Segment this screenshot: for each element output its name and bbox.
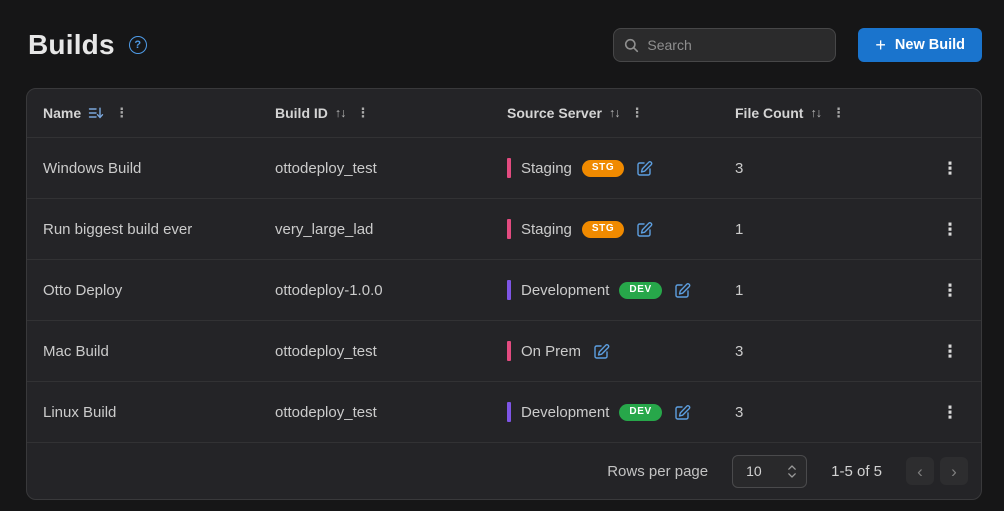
new-build-label: New Build xyxy=(894,37,965,53)
build-id: ottodeploy_test xyxy=(275,342,377,360)
row-menu-icon[interactable]: ⋮ xyxy=(941,158,959,178)
new-build-button[interactable]: + New Build xyxy=(858,28,982,62)
chevron-left-icon: ‹ xyxy=(917,461,923,481)
server-name: Staging xyxy=(521,159,572,177)
row-menu-icon[interactable]: ⋮ xyxy=(941,219,959,239)
file-count: 3 xyxy=(735,403,744,421)
column-label: File Count xyxy=(735,105,804,121)
edit-icon xyxy=(675,282,691,298)
server-env-badge: STG xyxy=(581,159,625,177)
build-id: ottodeploy_test xyxy=(275,403,377,421)
column-menu-icon[interactable]: ⋮ xyxy=(356,105,370,120)
edit-icon xyxy=(637,160,653,176)
edit-icon xyxy=(594,343,610,359)
source-server-cell: On Prem xyxy=(507,341,735,361)
row-actions: ⋮ xyxy=(919,221,981,238)
build-name: Linux Build xyxy=(43,403,117,421)
column-header-file-count[interactable]: File Count ↑↓ ⋮ xyxy=(735,105,919,121)
plus-icon: + xyxy=(875,34,886,55)
select-stepper-icon xyxy=(788,464,796,478)
next-page-button[interactable]: › xyxy=(940,457,968,485)
server-name: Staging xyxy=(521,220,572,238)
source-server-cell: Development DEV xyxy=(507,402,735,422)
row-menu-icon[interactable]: ⋮ xyxy=(941,341,959,361)
server-color-bar xyxy=(507,341,511,361)
table-row: Otto Deploy ottodeploy-1.0.0 Development… xyxy=(27,259,981,320)
table-header-row: Name ⋮ Build ID ↑↓ ⋮ Source Server ↑↓ ⋮ xyxy=(27,89,981,137)
build-name: Windows Build xyxy=(43,159,142,177)
column-menu-icon[interactable]: ⋮ xyxy=(115,105,129,120)
column-header-name[interactable]: Name ⋮ xyxy=(27,105,275,121)
build-name: Otto Deploy xyxy=(43,281,123,299)
row-actions: ⋮ xyxy=(919,160,981,177)
table-footer: Rows per page 10 1-5 of 5 ‹ › xyxy=(27,442,981,499)
server-color-bar xyxy=(507,280,511,300)
server-color-bar xyxy=(507,158,511,178)
server-name: Development xyxy=(521,403,610,421)
edit-icon xyxy=(675,404,691,420)
file-count: 1 xyxy=(735,220,744,238)
server-env-badge: DEV xyxy=(619,281,662,299)
top-bar: Builds ? + New Build xyxy=(0,0,1004,88)
rows-per-page-select[interactable]: 10 xyxy=(732,454,808,488)
rows-per-page-label: Rows per page xyxy=(607,462,709,480)
prev-page-button[interactable]: ‹ xyxy=(906,457,934,485)
row-menu-icon[interactable]: ⋮ xyxy=(941,280,959,300)
file-count: 1 xyxy=(735,281,744,299)
table-row: Linux Build ottodeploy_test Development … xyxy=(27,381,981,442)
row-actions: ⋮ xyxy=(919,404,981,421)
server-env-badge: STG xyxy=(581,220,625,238)
column-header-build-id[interactable]: Build ID ↑↓ ⋮ xyxy=(275,105,507,121)
edit-server-button[interactable] xyxy=(674,282,691,299)
build-name: Run biggest build ever xyxy=(43,220,193,238)
server-name: On Prem xyxy=(521,342,582,360)
row-actions: ⋮ xyxy=(919,282,981,299)
column-label: Name xyxy=(43,105,82,121)
source-server-cell: Staging STG xyxy=(507,219,735,239)
column-label: Source Server xyxy=(507,105,602,121)
row-actions: ⋮ xyxy=(919,343,981,360)
server-name: Development xyxy=(521,281,610,299)
table-row: Run biggest build ever very_large_lad St… xyxy=(27,198,981,259)
column-menu-icon[interactable]: ⋮ xyxy=(831,105,845,120)
rows-per-page-value: 10 xyxy=(746,463,762,479)
build-id: ottodeploy_test xyxy=(275,159,377,177)
search-icon xyxy=(625,38,639,52)
source-server-cell: Staging STG xyxy=(507,158,735,178)
search-input[interactable] xyxy=(647,37,826,53)
column-menu-icon[interactable]: ⋮ xyxy=(630,105,644,120)
build-name: Mac Build xyxy=(43,342,109,360)
source-server-cell: Development DEV xyxy=(507,280,735,300)
builds-table-card: Name ⋮ Build ID ↑↓ ⋮ Source Server ↑↓ ⋮ xyxy=(26,88,982,500)
table-row: Mac Build ottodeploy_test On Prem 3 ⋮ xyxy=(27,320,981,381)
server-color-bar xyxy=(507,402,511,422)
chevron-right-icon: › xyxy=(951,461,957,481)
sort-icon[interactable]: ↑↓ xyxy=(608,106,620,120)
page-title: Builds xyxy=(28,29,115,60)
file-count: 3 xyxy=(735,342,744,360)
help-icon[interactable]: ? xyxy=(128,36,147,54)
sort-icon[interactable]: ↑↓ xyxy=(334,106,346,120)
sort-active-icon[interactable] xyxy=(88,106,104,120)
build-id: very_large_lad xyxy=(275,220,374,238)
edit-server-button[interactable] xyxy=(636,160,653,177)
row-menu-icon[interactable]: ⋮ xyxy=(941,402,959,422)
edit-server-button[interactable] xyxy=(636,221,653,238)
column-header-source-server[interactable]: Source Server ↑↓ ⋮ xyxy=(507,105,735,121)
page-range-label: 1-5 of 5 xyxy=(831,462,882,480)
file-count: 3 xyxy=(735,159,744,177)
server-env-badge: DEV xyxy=(619,403,662,421)
column-label: Build ID xyxy=(275,105,328,121)
edit-server-button[interactable] xyxy=(674,404,691,421)
search-box[interactable] xyxy=(613,28,837,62)
server-color-bar xyxy=(507,219,511,239)
edit-icon xyxy=(637,221,653,237)
table-row: Windows Build ottodeploy_test Staging ST… xyxy=(27,137,981,198)
build-id: ottodeploy-1.0.0 xyxy=(275,281,383,299)
sort-icon[interactable]: ↑↓ xyxy=(810,106,821,120)
edit-server-button[interactable] xyxy=(593,343,610,360)
